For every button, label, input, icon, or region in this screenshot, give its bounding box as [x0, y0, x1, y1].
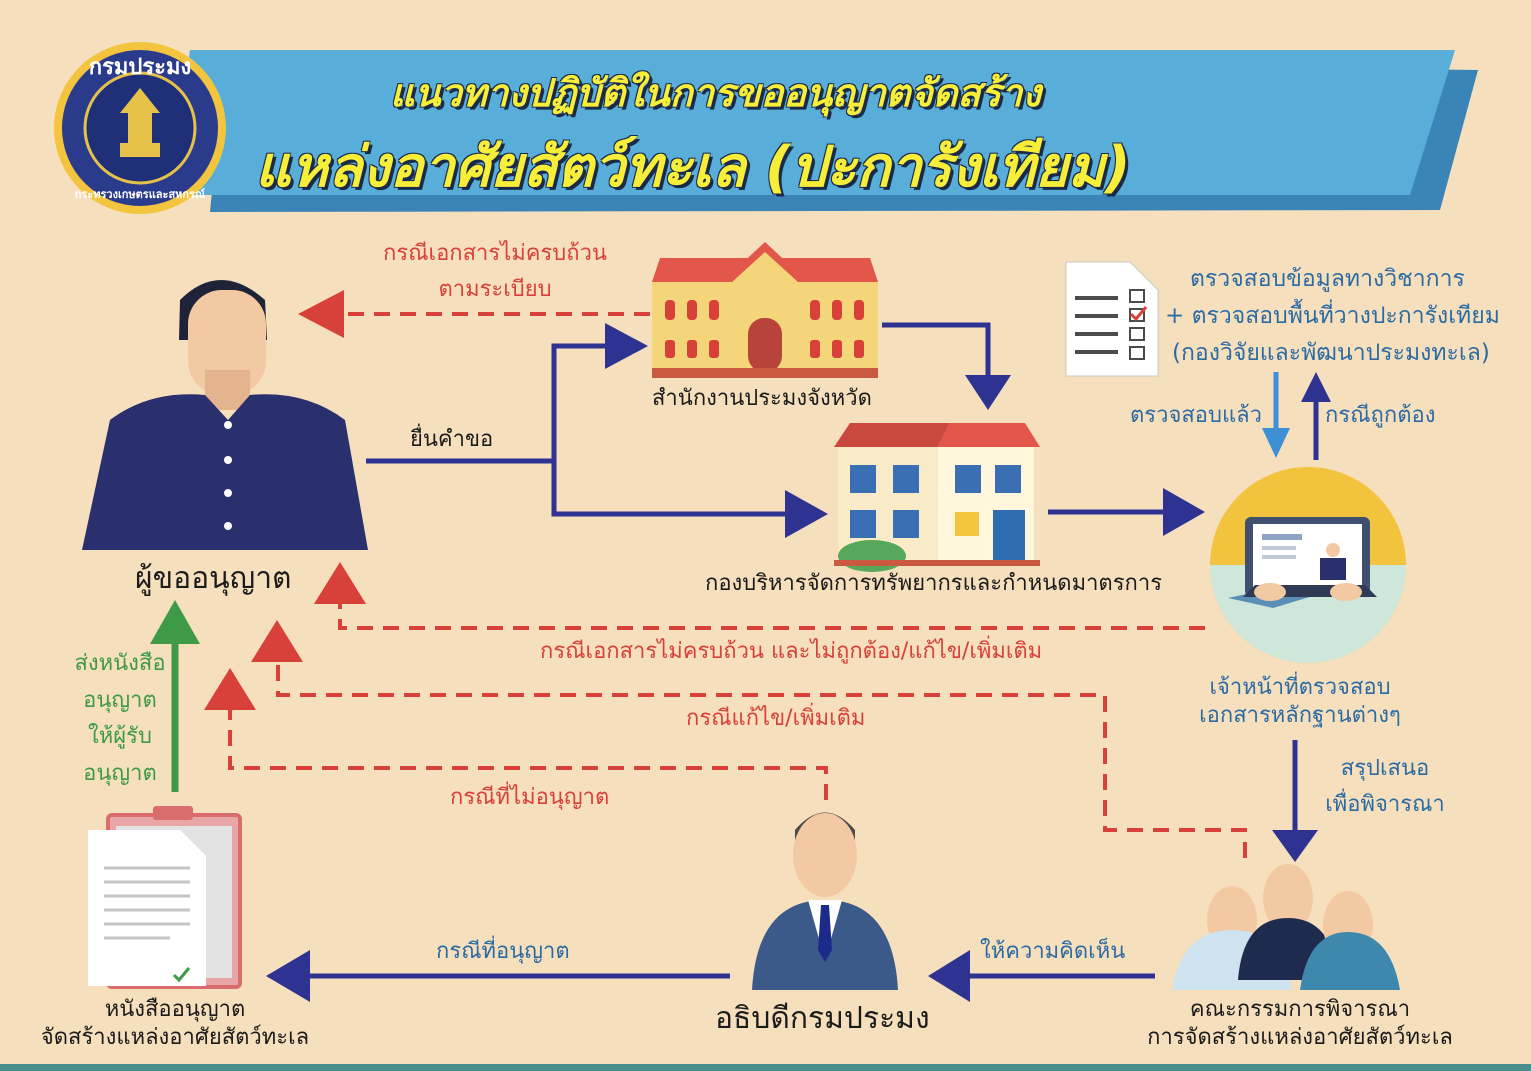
officer-label: เจ้าหน้าที่ตรวจสอบ เอกสารหลักฐานต่างๆ — [1180, 674, 1420, 729]
committee-label-line-1: คณะกรรมการพิจารณา — [1189, 997, 1411, 1022]
technical-check-line-2: + ตรวจสอบพื้นที่วางปะการังเทียม — [1165, 303, 1500, 329]
technical-check-line-3: (กองวิจัยและพัฒนาประมงทะเล) — [1172, 340, 1490, 366]
committee-figures — [1172, 864, 1400, 990]
submit-request-label: ยื่นคำขอ — [410, 427, 494, 452]
red-arrow-heads — [204, 290, 366, 710]
bottom-strip — [0, 1064, 1531, 1071]
technical-check-line-1: ตรวจสอบข้อมูลทางวิชาการ — [1190, 266, 1465, 292]
summarize-line-2: เพื่อพิจารณา — [1325, 791, 1445, 817]
send-permit-label: ส่งหนังสือ อนุญาต ให้ผู้รับ อนุญาต — [60, 650, 180, 787]
provincial-office-label: สำนักงานประมงจังหวัด — [652, 386, 872, 411]
summarize-label: สรุปเสนอ เพื่อพิจารณา — [1310, 755, 1460, 818]
department-logo: กรมประมง กระทรวงเกษตรและสหกรณ์ — [54, 42, 226, 214]
red-dashed-arrows — [228, 312, 1247, 858]
incomplete-docs-label: กรณีเอกสารไม่ครบถ้วน ตามระเบียบ — [360, 240, 630, 303]
incomplete-incorrect-label: กรณีเอกสารไม่ครบถ้วน และไม่ถูกต้อง/แก้ไข… — [540, 639, 1043, 664]
director-general-figure — [752, 812, 898, 990]
director-general-label: อธิบดีกรมประมง — [715, 1001, 930, 1036]
send-permit-line-4: อนุญาต — [83, 760, 157, 786]
checklist-document — [1065, 261, 1159, 377]
officer-laptop-figure — [1210, 467, 1406, 663]
incomplete-docs-line-2: ตามระเบียบ — [438, 276, 552, 302]
logo-text-top: กรมประมง — [89, 55, 191, 80]
applicant-label: ผู้ขออนุญาต — [135, 561, 292, 596]
committee-label: คณะกรรมการพิจารณา การจัดสร้างแหล่งอาศัยส… — [1090, 996, 1510, 1051]
title-line-2: แหล่งอาศัยสัตว์ทะเล (ปะการังเทียม) — [255, 135, 1131, 200]
applicant-figure — [82, 280, 368, 550]
officer-label-line-1: เจ้าหน้าที่ตรวจสอบ — [1209, 675, 1391, 700]
revise-add-label: กรณีแก้ไข/เพิ่มเติม — [686, 706, 866, 731]
technical-check-arrows — [1262, 372, 1331, 460]
title-banner — [170, 50, 1478, 212]
permitted-label: กรณีที่อนุญาต — [436, 939, 570, 964]
send-permit-line-2: อนุญาต — [83, 687, 157, 713]
correct-case-label: กรณีถูกต้อง — [1325, 403, 1436, 428]
incomplete-docs-line-1: กรณีเอกสารไม่ครบถ้วน — [383, 241, 607, 266]
green-send-arrow — [150, 600, 200, 792]
title-line-1: แนวทางปฏิบัติในการขออนุญาตจัดสร้าง — [390, 71, 1041, 115]
send-permit-line-1: ส่งหนังสือ — [74, 651, 166, 676]
permit-letter-label-line-2: จัดสร้างแหล่งอาศัยสัตว์ทะเล — [40, 1024, 310, 1050]
permit-letter-label: หนังสืออนุญาต จัดสร้างแหล่งอาศัยสัตว์ทะเ… — [20, 996, 330, 1051]
permit-letter-label-line-1: หนังสืออนุญาต — [104, 997, 246, 1022]
navy-flow-arrows — [266, 322, 1318, 1002]
resource-division-label: กองบริหารจัดการทรัพยากรและกำหนดมาตรการ — [705, 571, 1163, 596]
provincial-office-building — [652, 242, 878, 378]
resource-division-building — [834, 423, 1040, 572]
give-opinion-label: ให้ความคิดเห็น — [980, 939, 1126, 964]
send-permit-line-3: ให้ผู้รับ — [88, 724, 152, 749]
officer-label-line-2: เอกสารหลักฐานต่างๆ — [1199, 702, 1401, 728]
committee-label-line-2: การจัดสร้างแหล่งอาศัยสัตว์ทะเล — [1147, 1024, 1453, 1050]
permit-letter-clipboard — [88, 806, 242, 989]
checked-label: ตรวจสอบแล้ว — [1130, 403, 1262, 428]
not-permitted-label: กรณีที่ไม่อนุญาต — [450, 785, 610, 810]
summarize-line-1: สรุปเสนอ — [1340, 756, 1430, 781]
logo-text-bottom: กระทรวงเกษตรและสหกรณ์ — [75, 188, 206, 201]
